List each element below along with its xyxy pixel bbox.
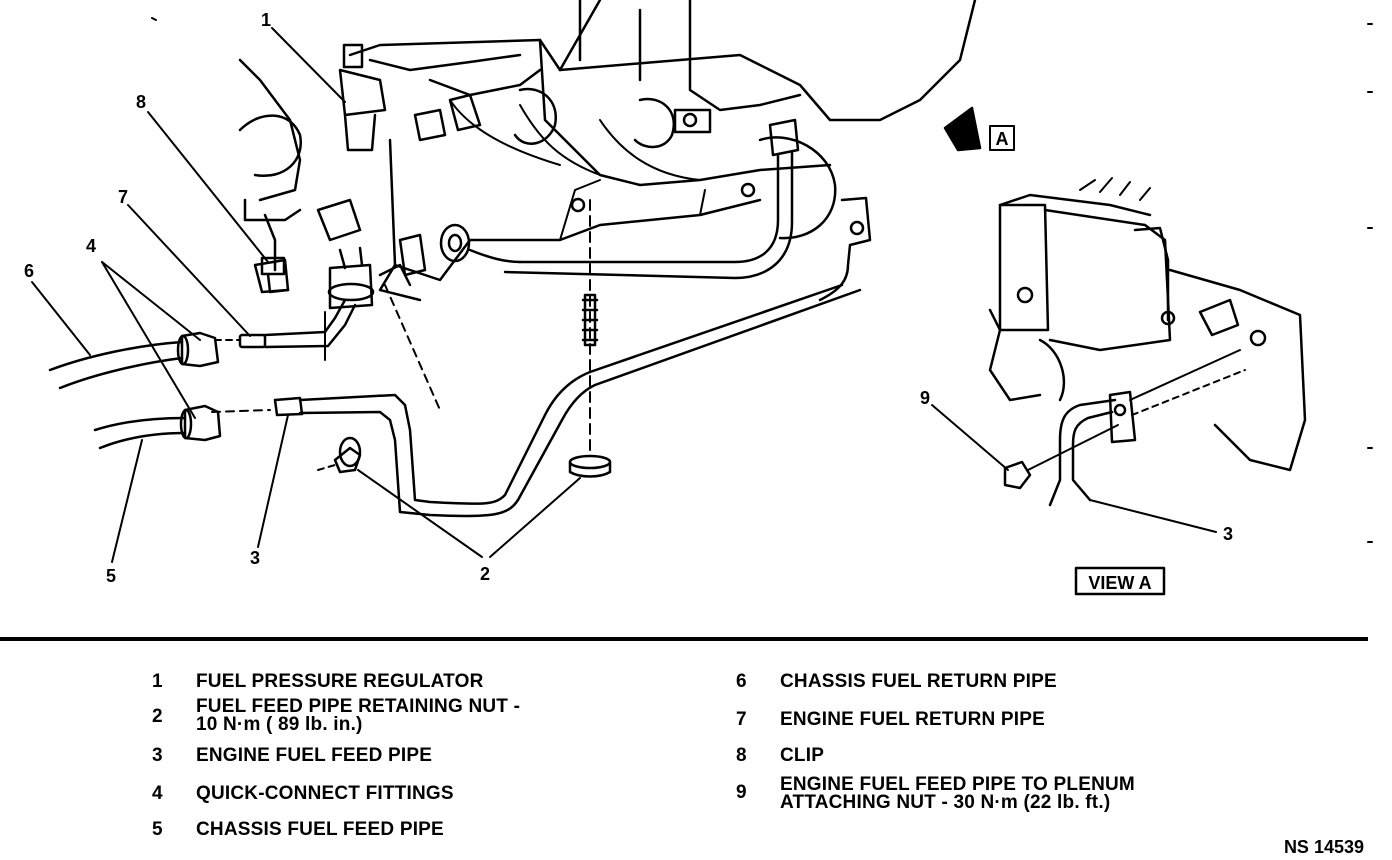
- leader-lines: [31, 27, 1217, 563]
- legend-item-8: 8 CLIP: [736, 746, 824, 766]
- callout-3: 3: [250, 548, 260, 568]
- callout-1: 1: [261, 10, 271, 30]
- view-a-label: VIEW A: [1088, 573, 1151, 593]
- legend-text: CLIP: [780, 745, 825, 766]
- callout-6: 6: [24, 261, 34, 281]
- legend-text: QUICK-CONNECT FITTINGS: [196, 783, 454, 804]
- legend-item-5: 5 CHASSIS FUEL FEED PIPE: [152, 820, 444, 840]
- legend-text: CHASSIS FUEL FEED PIPE: [196, 819, 444, 840]
- callout-7: 7: [118, 187, 128, 207]
- legend-item-4: 4 QUICK-CONNECT FITTINGS: [152, 784, 454, 804]
- legend-number: 3: [152, 745, 163, 766]
- legend-number: 8: [736, 745, 747, 766]
- legend-number: 7: [736, 709, 747, 730]
- legend-text: FUEL FEED PIPE RETAINING NUT - 10 N·m ( …: [196, 696, 521, 735]
- legend-text: ENGINE FUEL FEED PIPE: [196, 745, 433, 766]
- legend-item-7: 7 ENGINE FUEL RETURN PIPE: [736, 710, 1045, 730]
- legend-divider: [0, 637, 1368, 641]
- figure-id: NS 14539: [1283, 837, 1364, 857]
- view-a-marker: A: [996, 129, 1009, 149]
- fuel-system-diagram: A: [24, 0, 1373, 596]
- legend-item-1: 1 FUEL PRESSURE REGULATOR: [152, 672, 484, 692]
- legend-item-3: 3 ENGINE FUEL FEED PIPE: [152, 746, 432, 766]
- legend-number: 9: [736, 782, 747, 803]
- callout-2: 2: [480, 564, 490, 584]
- view-a-label-box: VIEW A: [1074, 566, 1166, 596]
- legend-text: ENGINE FUEL FEED PIPE TO PLENUM ATTACHIN…: [780, 774, 1135, 813]
- legend: 1 FUEL PRESSURE REGULATOR 2 FUEL FEED PI…: [0, 668, 1392, 840]
- callout-9: 9: [920, 388, 930, 408]
- legend-item-6: 6 CHASSIS FUEL RETURN PIPE: [736, 672, 1057, 692]
- callout-8: 8: [136, 92, 146, 112]
- legend-item-2: 2 FUEL FEED PIPE RETAINING NUT - 10 N·m …: [152, 696, 521, 735]
- legend-text: FUEL PRESSURE REGULATOR: [196, 671, 484, 692]
- legend-number: 6: [736, 671, 747, 692]
- engine-plenum-drawing: [48, 0, 977, 518]
- callout-3-view-a: 3: [1223, 524, 1233, 544]
- legend-text: CHASSIS FUEL RETURN PIPE: [780, 671, 1057, 692]
- callout-4: 4: [86, 236, 96, 256]
- legend-number: 5: [152, 819, 163, 840]
- legend-number: 4: [152, 783, 163, 804]
- legend-text: ENGINE FUEL RETURN PIPE: [780, 709, 1046, 730]
- legend-item-9: 9 ENGINE FUEL FEED PIPE TO PLENUM ATTACH…: [736, 774, 1135, 813]
- legend-number: 2: [152, 706, 163, 727]
- view-a-drawing: [988, 177, 1307, 507]
- callout-labels: 1 8 7 4 6 5 3 2 9 3: [24, 10, 1233, 586]
- view-a-arrow: A: [943, 106, 1015, 152]
- callout-5: 5: [106, 566, 116, 586]
- legend-number: 1: [152, 671, 163, 692]
